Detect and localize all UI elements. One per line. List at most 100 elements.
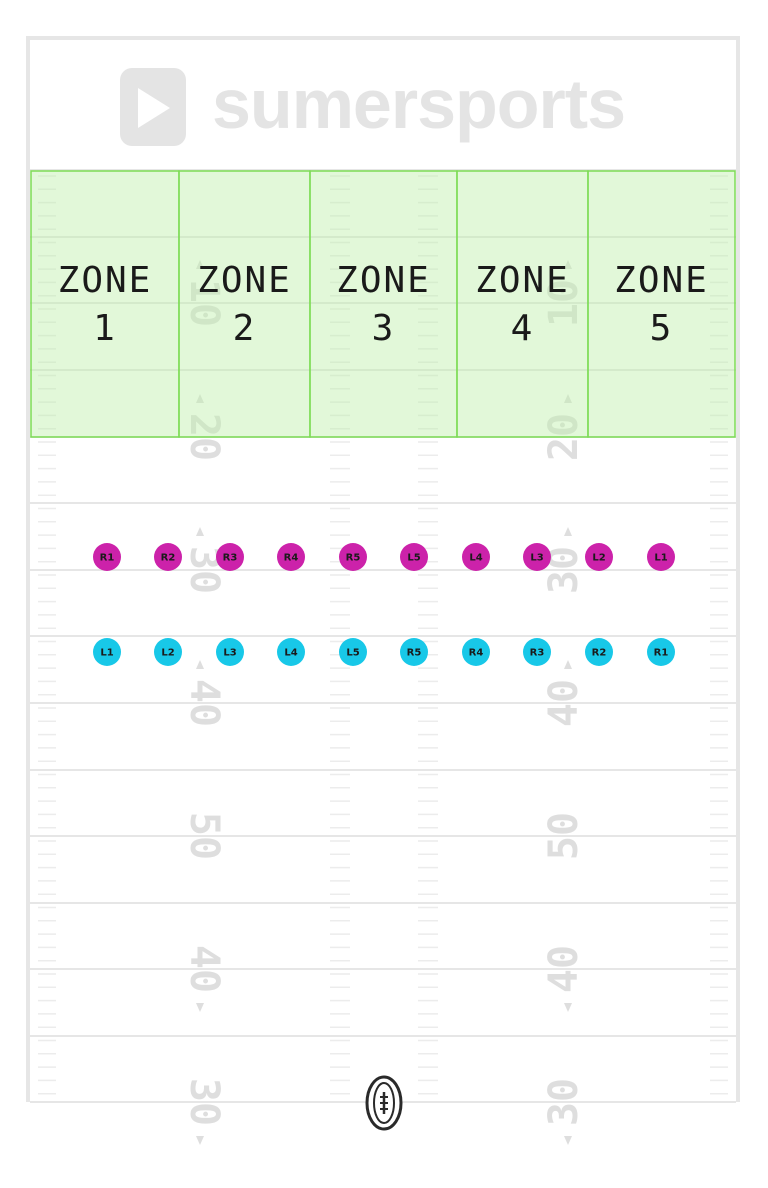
player-marker[interactable] <box>523 543 551 571</box>
player-top[interactable]: L5 <box>400 543 428 571</box>
player-label: L4 <box>469 553 482 564</box>
player-label: R4 <box>469 648 484 659</box>
zone-label-number: 5 <box>650 308 674 349</box>
zone-label-word: ZONE <box>336 260 431 301</box>
player-label: R4 <box>284 553 299 564</box>
yard-arrow-icon <box>564 1136 572 1145</box>
yard-number-right: 50 <box>541 812 587 860</box>
player-marker[interactable] <box>93 543 121 571</box>
zone-area[interactable] <box>30 170 180 438</box>
player-bottom[interactable]: L1 <box>93 638 121 666</box>
hash-marks <box>38 175 728 1095</box>
yard-arrow-icon <box>564 260 572 269</box>
player-label: L2 <box>592 553 605 564</box>
yard-arrow-icon <box>196 660 204 669</box>
player-marker[interactable] <box>400 638 428 666</box>
player-label: R2 <box>161 553 176 564</box>
player-marker[interactable] <box>462 543 490 571</box>
yard-arrow-icon <box>564 394 572 403</box>
yard-number-right: 30 <box>541 1078 587 1126</box>
player-label: L5 <box>407 553 420 564</box>
yard-arrow-icon <box>196 394 204 403</box>
player-label: R2 <box>592 648 607 659</box>
player-top[interactable]: L3 <box>523 543 551 571</box>
player-marker[interactable] <box>93 638 121 666</box>
player-top[interactable]: R2 <box>154 543 182 571</box>
player-bottom[interactable]: L5 <box>339 638 367 666</box>
yard-number-right: 40 <box>541 679 587 727</box>
player-marker[interactable] <box>523 638 551 666</box>
yard-number-right: 40 <box>541 945 587 993</box>
player-label: R3 <box>223 553 238 564</box>
zone-label-number: 2 <box>233 308 257 349</box>
zone-2[interactable]: ZONE 2 <box>178 170 311 438</box>
football-icon[interactable] <box>365 1075 403 1131</box>
player-marker[interactable] <box>154 638 182 666</box>
player-marker[interactable] <box>647 543 675 571</box>
player-bottom[interactable]: R3 <box>523 638 551 666</box>
player-label: R1 <box>100 553 115 564</box>
player-top[interactable]: R3 <box>216 543 244 571</box>
zone-label-word: ZONE <box>197 260 292 301</box>
yard-arrow-icon <box>196 527 204 536</box>
yard-number-left: 40 <box>181 945 227 993</box>
player-marker[interactable] <box>585 638 613 666</box>
yard-arrow-icon <box>564 527 572 536</box>
player-label: L2 <box>161 648 174 659</box>
zone-1[interactable]: ZONE 1 <box>30 170 180 438</box>
player-label: R5 <box>346 553 361 564</box>
yard-number-left: 10 <box>181 279 227 327</box>
player-label: R3 <box>530 648 545 659</box>
player-label: L1 <box>100 648 113 659</box>
player-bottom[interactable]: L2 <box>154 638 182 666</box>
zone-label-word: ZONE <box>475 260 570 301</box>
player-label: L1 <box>654 553 667 564</box>
player-top[interactable]: R1 <box>93 543 121 571</box>
player-label: L3 <box>223 648 236 659</box>
player-label: L4 <box>284 648 297 659</box>
player-marker[interactable] <box>216 543 244 571</box>
zone-area[interactable] <box>587 170 736 438</box>
zone-label-number: 1 <box>93 308 117 349</box>
player-label: R1 <box>654 648 669 659</box>
sumersports-logo-icon <box>120 68 186 146</box>
player-marker[interactable] <box>154 543 182 571</box>
player-bottom[interactable]: L4 <box>277 638 305 666</box>
yard-arrow-icon <box>564 660 572 669</box>
player-top[interactable]: R5 <box>339 543 367 571</box>
player-top[interactable]: L4 <box>462 543 490 571</box>
zone-area[interactable] <box>178 170 311 438</box>
player-top[interactable]: R4 <box>277 543 305 571</box>
player-bottom[interactable]: R4 <box>462 638 490 666</box>
yard-number-left: 40 <box>181 679 227 727</box>
zone-area[interactable] <box>456 170 589 438</box>
player-marker[interactable] <box>339 543 367 571</box>
zone-area[interactable] <box>309 170 458 438</box>
player-marker[interactable] <box>277 543 305 571</box>
yard-arrow-icon <box>196 260 204 269</box>
yard-number-right: 10 <box>541 279 587 327</box>
player-marker[interactable] <box>277 638 305 666</box>
yard-number-left: 30 <box>181 1078 227 1126</box>
zone-label-number: 3 <box>372 308 396 349</box>
yard-arrow-icon <box>564 1003 572 1012</box>
player-marker[interactable] <box>339 638 367 666</box>
player-marker[interactable] <box>462 638 490 666</box>
player-marker[interactable] <box>216 638 244 666</box>
player-top[interactable]: L2 <box>585 543 613 571</box>
zone-3[interactable]: ZONE 3 <box>309 170 458 438</box>
player-bottom[interactable]: R5 <box>400 638 428 666</box>
player-marker[interactable] <box>647 638 675 666</box>
player-marker[interactable] <box>400 543 428 571</box>
player-bottom[interactable]: L3 <box>216 638 244 666</box>
zone-label-word: ZONE <box>58 260 153 301</box>
player-bottom[interactable]: R1 <box>647 638 675 666</box>
player-top[interactable]: L1 <box>647 543 675 571</box>
player-marker[interactable] <box>585 543 613 571</box>
player-bottom[interactable]: R2 <box>585 638 613 666</box>
